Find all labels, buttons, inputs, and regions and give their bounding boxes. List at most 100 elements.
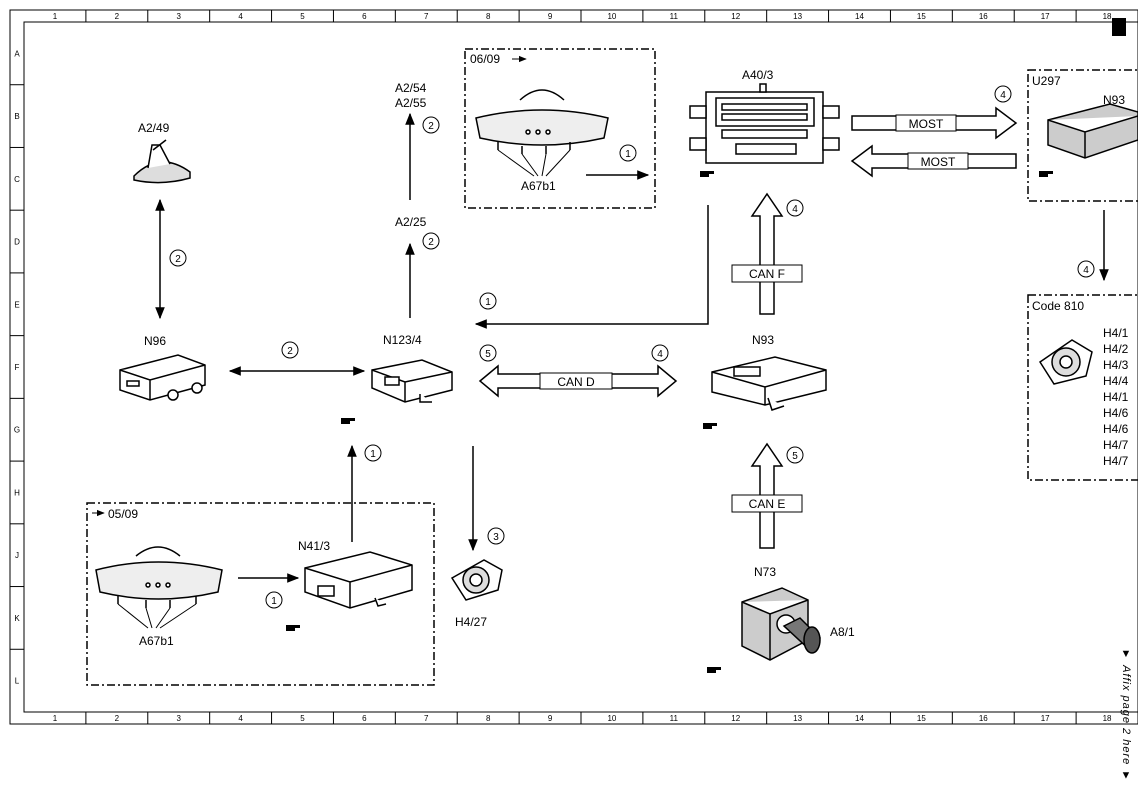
marker-can-d-right: 4: [657, 349, 663, 360]
column-label: 12: [731, 12, 740, 21]
marker-a40-n123: 1: [485, 297, 491, 308]
headunit-a40-3-icon: [689, 83, 840, 164]
speaker-list-item: H4/4: [1103, 374, 1129, 388]
connections: [155, 112, 1109, 583]
marker-n96-n123: 2: [287, 346, 293, 357]
ref-icon-a40: [700, 171, 714, 177]
label-a67b1-top: A67b1: [521, 179, 556, 193]
column-label: 7: [424, 12, 429, 21]
row-label: A: [14, 49, 20, 58]
row-label: B: [14, 112, 19, 121]
speaker-list-item: H4/3: [1103, 358, 1129, 372]
label-n93: N93: [752, 333, 774, 347]
bus-most-left: MOST: [850, 144, 1017, 178]
speaker-code810-icon: [1038, 339, 1093, 385]
column-label: 16: [979, 12, 988, 21]
marker-h4: 3: [493, 532, 499, 543]
marker-a2-25: 2: [428, 237, 434, 248]
label-a2-49: A2/49: [138, 121, 170, 135]
column-label: 15: [917, 714, 926, 723]
label-most-1: MOST: [909, 117, 944, 131]
mirror-bottom-leaders: [117, 603, 197, 629]
label-u297: U297: [1032, 74, 1061, 88]
marker-n41: 1: [370, 449, 376, 460]
bus-most-right: MOST: [851, 106, 1018, 140]
speaker-list-item: H4/2: [1103, 342, 1129, 356]
marker-can-d-left: 5: [485, 349, 491, 360]
label-n41-3: N41/3: [298, 539, 330, 553]
column-label: 3: [176, 12, 181, 21]
marker-a67-top: 1: [625, 149, 631, 160]
dashed-box-bottom: [86, 502, 435, 686]
column-label: 17: [1041, 12, 1050, 21]
column-label: 11: [670, 714, 679, 723]
row-label: C: [14, 175, 20, 184]
speaker-list-item: H4/7: [1103, 438, 1129, 452]
key-a8-1-icon: [782, 617, 821, 654]
label-can-d: CAN D: [557, 375, 595, 389]
bus-can-d: CAN D: [478, 364, 678, 398]
column-label: 1: [53, 12, 58, 21]
marker-a2-54: 2: [428, 121, 434, 132]
label-code810: Code 810: [1032, 299, 1084, 313]
circle-markers: [169, 85, 1095, 609]
column-label: 13: [793, 12, 802, 21]
mirror-top-icon: [475, 89, 609, 154]
bus-can-e: CAN E: [731, 442, 803, 549]
label-a2-25: A2/25: [395, 215, 427, 229]
box-label-top: 06/09: [470, 52, 500, 66]
row-label: E: [14, 300, 19, 309]
column-label: 8: [486, 12, 491, 21]
column-label: 14: [855, 12, 864, 21]
label-most-2: MOST: [921, 155, 956, 169]
label-n96: N96: [144, 334, 166, 348]
column-label: 6: [362, 714, 367, 723]
column-label: 2: [115, 12, 120, 21]
label-n93-partial: N93: [1103, 93, 1125, 107]
speaker-h4-27-icon: [450, 559, 503, 601]
label-n73: N73: [754, 565, 776, 579]
corner-marker: [1112, 18, 1126, 36]
dashed-box-code810: [1027, 294, 1138, 481]
label-a2-55: A2/55: [395, 96, 427, 110]
column-label: 16: [979, 714, 988, 723]
column-label: 4: [238, 12, 243, 21]
antenna-a2-49-icon: [133, 139, 191, 184]
marker-can-f: 4: [792, 204, 798, 215]
ref-icon-n73: [707, 667, 721, 673]
row-label: H: [14, 488, 20, 497]
amplifier-u297-icon: [1047, 103, 1138, 159]
column-label: 10: [607, 714, 616, 723]
ref-icon-n41: [286, 625, 300, 631]
row-label: J: [15, 551, 19, 560]
reference-icons: [286, 171, 1053, 673]
column-label: 5: [300, 714, 305, 723]
link-a40-n123: [474, 205, 709, 329]
column-label: 10: [607, 12, 616, 21]
column-label: 13: [793, 714, 802, 723]
label-h4-27: H4/27: [455, 615, 487, 629]
column-label: 11: [670, 12, 679, 21]
column-label: 2: [115, 714, 120, 723]
marker-can-e: 5: [792, 451, 798, 462]
mirror-top-leaders: [497, 149, 571, 177]
affix-note-text: Affix page 2 here: [1120, 665, 1132, 766]
speaker-list-item: H4/1: [1103, 326, 1129, 340]
ref-icon-u297: [1039, 171, 1053, 177]
label-a8-1: A8/1: [830, 625, 855, 639]
row-label: F: [15, 363, 20, 372]
row-label: G: [14, 426, 20, 435]
speaker-list-item: H4/6: [1103, 422, 1129, 436]
speaker-list: H4/1H4/2H4/3H4/4H4/1H4/6H4/6H4/7H4/7: [1103, 326, 1129, 468]
column-label: 3: [176, 714, 181, 723]
column-label: 18: [1103, 12, 1112, 21]
column-label: 1: [53, 714, 58, 723]
column-label: 7: [424, 714, 429, 723]
box-label-bottom: 05/09: [108, 507, 138, 521]
circle-numbers: 2 2 2 2 1 1 5 4 4 4 4 1 1 3 5: [175, 90, 1089, 607]
grid-lines: [10, 10, 1077, 724]
